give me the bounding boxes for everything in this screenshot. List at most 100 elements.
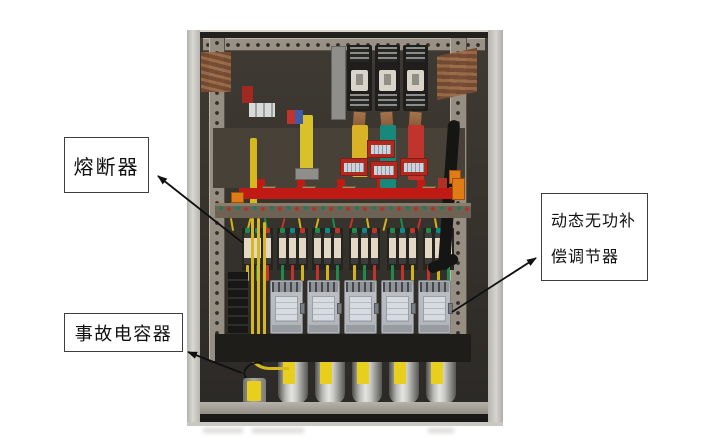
contactor-side-clip bbox=[300, 303, 305, 314]
fuse-clip-top bbox=[406, 47, 425, 62]
branch-fuse bbox=[361, 233, 368, 264]
label-capacitor-text: 事故电容器 bbox=[74, 323, 173, 344]
contactor-terminal-strip bbox=[383, 282, 412, 292]
cabinet-right-frame bbox=[488, 30, 503, 426]
terminal-block-pair bbox=[287, 110, 303, 124]
fuse-wire bbox=[373, 265, 376, 281]
branch-fuse bbox=[409, 233, 416, 264]
aux-capacitor bbox=[243, 378, 266, 404]
contactor-bottom-strip bbox=[346, 325, 375, 332]
yellow-strip bbox=[250, 138, 257, 206]
branch-fuse bbox=[279, 233, 286, 264]
fuse-top-cap bbox=[300, 228, 305, 233]
contactor-nameplate bbox=[312, 296, 335, 322]
fuse-side-plate bbox=[331, 46, 346, 120]
contactor-side-clip bbox=[411, 303, 416, 314]
cabinet-base-shadow bbox=[200, 414, 488, 422]
fuse-top-cap bbox=[436, 228, 441, 233]
current-transformer bbox=[400, 158, 428, 176]
floor-shadow bbox=[252, 428, 304, 433]
contactor-terminal-strip bbox=[309, 282, 338, 292]
red-terminal bbox=[438, 178, 447, 194]
branch-fuse bbox=[389, 233, 396, 264]
current-transformer bbox=[340, 158, 368, 176]
busbar-tab bbox=[337, 179, 345, 191]
yellow-cable bbox=[257, 218, 260, 348]
small-red-relay bbox=[242, 86, 253, 103]
floor-shadow bbox=[428, 428, 454, 433]
branch-fuse bbox=[244, 233, 251, 264]
ct-label bbox=[371, 145, 391, 154]
branch-fuse bbox=[425, 233, 432, 264]
fuse-top-cap bbox=[290, 228, 295, 233]
fuse-rating-tag bbox=[412, 74, 419, 85]
main-fuse bbox=[375, 45, 400, 111]
red-distribution-busbar bbox=[239, 188, 465, 199]
fuse-ceramic bbox=[351, 70, 368, 91]
fuse-wire bbox=[281, 265, 284, 281]
branch-fuse bbox=[289, 233, 296, 264]
fuse-wire bbox=[326, 265, 329, 281]
contactor-side-clip bbox=[374, 303, 379, 314]
fuse-top-cap bbox=[362, 228, 367, 233]
contactor-bottom-strip bbox=[420, 325, 449, 332]
fuse-wire bbox=[447, 265, 450, 281]
contactor bbox=[418, 280, 453, 344]
branch-fuse bbox=[334, 233, 341, 264]
current-transformer bbox=[370, 161, 398, 179]
fuse-top-cap bbox=[265, 228, 270, 233]
branch-fuse bbox=[324, 233, 331, 264]
contactor-bottom-strip bbox=[309, 325, 338, 332]
label-regulator: 动态无功补 偿调节器 bbox=[541, 193, 648, 281]
branch-fuse bbox=[299, 233, 306, 264]
branch-fuse bbox=[399, 233, 406, 264]
orange-end-bracket bbox=[452, 178, 465, 200]
contactor-side-clip bbox=[448, 303, 453, 314]
fuse-wire bbox=[401, 265, 404, 281]
fuse-clip-top bbox=[378, 47, 397, 62]
orange-end-bracket bbox=[231, 192, 244, 203]
capacitor-label bbox=[320, 358, 332, 384]
capacitor-label bbox=[394, 358, 406, 384]
fuse-top-cap bbox=[400, 228, 405, 233]
fuse-ceramic bbox=[407, 70, 424, 91]
branch-fuse-group bbox=[387, 228, 418, 281]
branch-fuse bbox=[264, 233, 271, 264]
fuse-top-cap bbox=[280, 228, 285, 233]
contactor-nameplate bbox=[349, 296, 372, 322]
fuse-clip-bottom bbox=[378, 94, 397, 109]
branch-fuse bbox=[371, 233, 378, 264]
terminal-block-row bbox=[249, 103, 275, 117]
cabinet-photo bbox=[187, 30, 503, 426]
current-transformer bbox=[367, 140, 395, 158]
main-fuse bbox=[403, 45, 428, 111]
yellow-cable bbox=[263, 222, 266, 344]
fuse-clip-bottom bbox=[406, 94, 425, 109]
capacitor-label bbox=[357, 358, 369, 384]
fuse-wire bbox=[353, 265, 356, 281]
fuse-top-cap bbox=[372, 228, 377, 233]
riser-bracket bbox=[295, 168, 319, 180]
branch-fuse bbox=[314, 233, 321, 264]
yellow-cable bbox=[251, 218, 254, 352]
label-fuse: 熔断器 bbox=[64, 137, 149, 193]
fuse-top-cap bbox=[325, 228, 330, 233]
fuse-top-cap bbox=[410, 228, 415, 233]
cabinet-base-bar bbox=[200, 402, 488, 414]
contactor-bottom-strip bbox=[383, 325, 412, 332]
ct-label bbox=[404, 163, 424, 172]
label-regulator-line2: 偿调节器 bbox=[551, 249, 620, 266]
contactor-nameplate bbox=[423, 296, 446, 322]
contactor-nameplate bbox=[386, 296, 409, 322]
yellow-riser-bar bbox=[300, 115, 313, 175]
contactor-bottom-strip bbox=[272, 325, 301, 332]
floor-shadow bbox=[203, 428, 243, 433]
contactor-terminal-strip bbox=[272, 282, 301, 292]
busbar-tab bbox=[417, 179, 425, 191]
fuse-wire bbox=[437, 265, 440, 281]
control-wire bbox=[229, 217, 235, 232]
contactor-nameplate bbox=[275, 296, 298, 322]
fuse-wire bbox=[291, 265, 294, 281]
aux-capacitor-label bbox=[247, 381, 261, 401]
contactor bbox=[344, 280, 379, 344]
